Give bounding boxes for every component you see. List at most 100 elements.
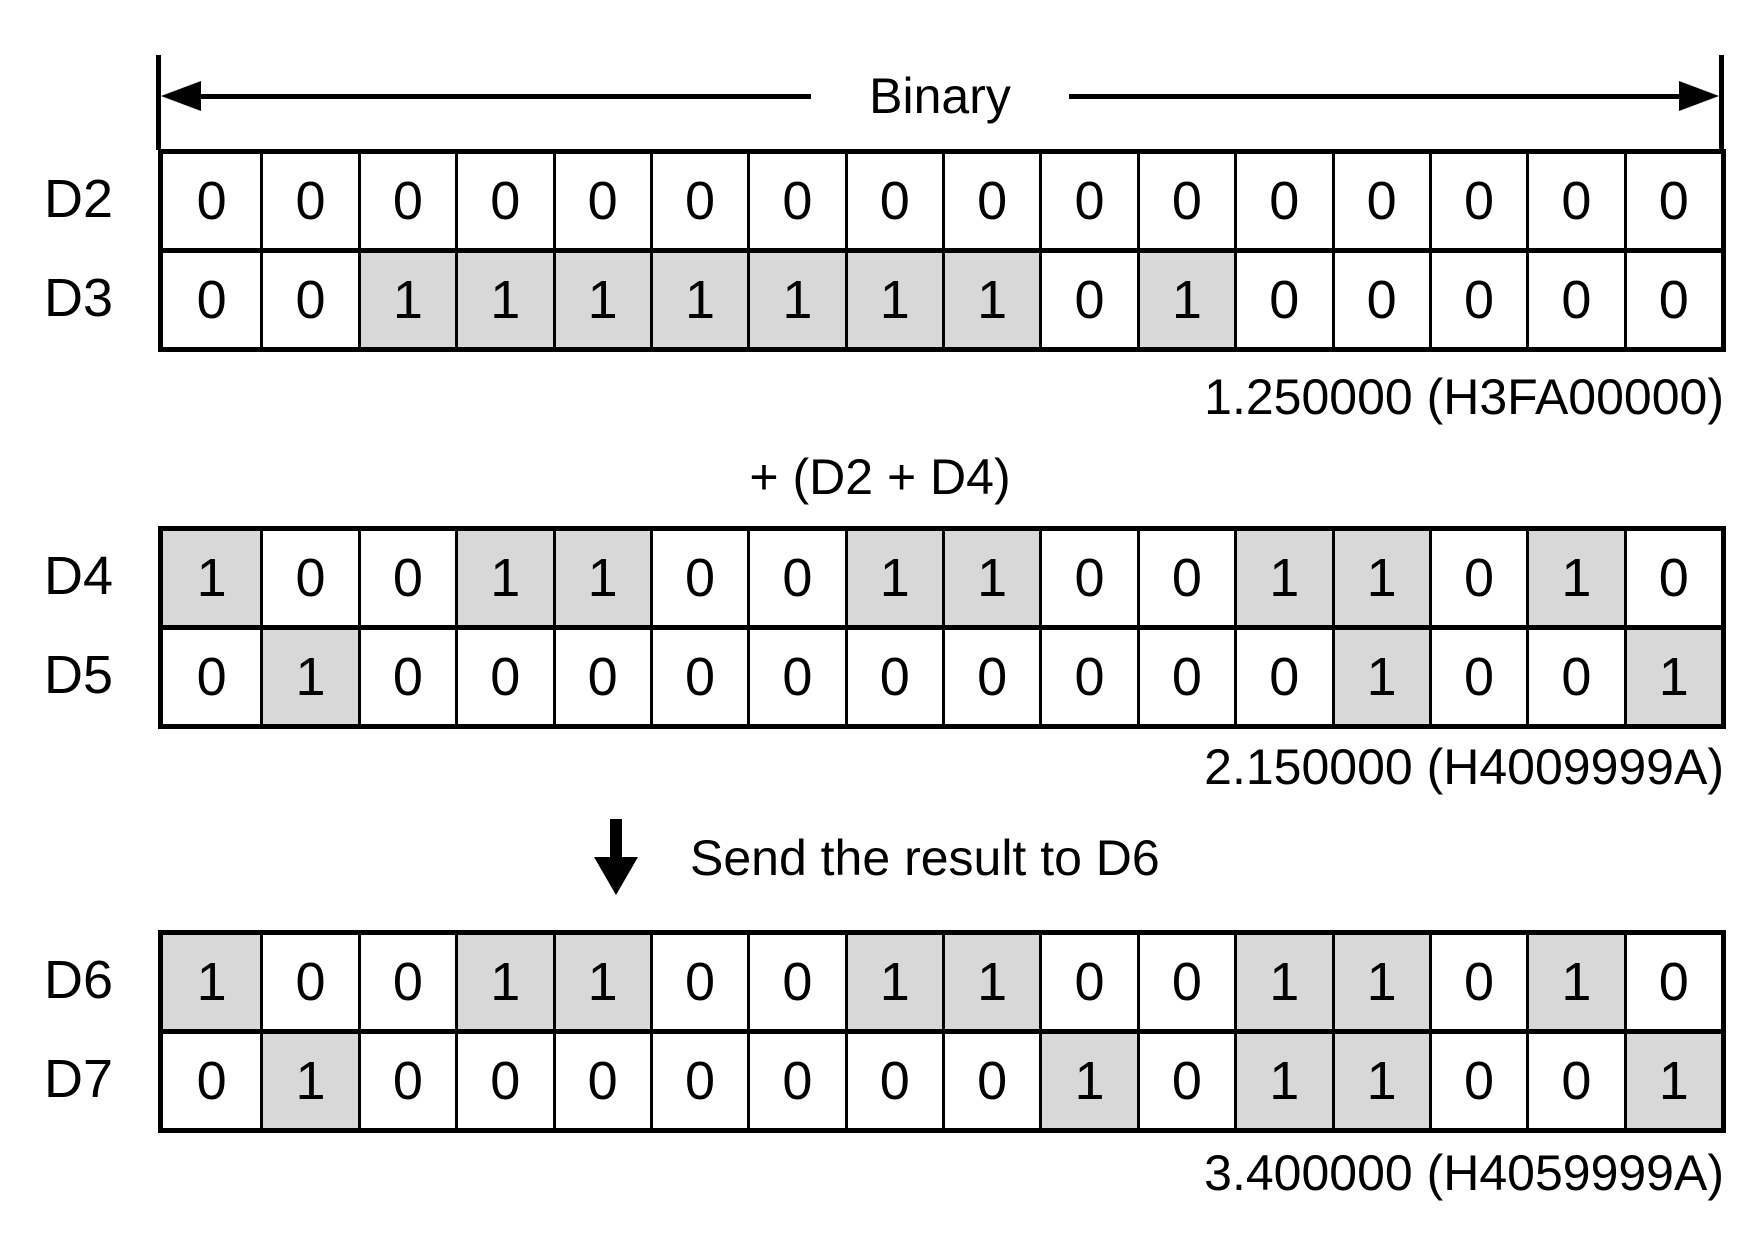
bit-cell: 0	[1526, 625, 1624, 724]
arrowhead-right-icon	[1679, 81, 1720, 111]
bit-cell: 1	[455, 935, 553, 1029]
bit-cell: 1	[1331, 625, 1429, 724]
arrow-shaft	[1068, 93, 1680, 99]
bit-cell: 0	[649, 531, 748, 625]
bit-cell: 1	[455, 531, 553, 625]
bit-cell: 1	[649, 248, 748, 347]
bit-cell: 1	[260, 625, 358, 724]
down-arrow-icon	[594, 819, 638, 895]
bit-cell: 1	[1234, 1029, 1332, 1128]
arrowhead-left-icon	[161, 81, 201, 111]
bit-cell: 0	[1136, 531, 1235, 625]
bit-cell: 1	[1623, 1029, 1721, 1128]
bit-cell: 0	[747, 1029, 845, 1128]
bit-cell: 0	[649, 1029, 748, 1128]
bit-cell: 0	[1526, 248, 1624, 347]
bit-cell: 0	[649, 154, 748, 248]
bit-cell: 0	[357, 531, 456, 625]
bit-cell: 1	[455, 248, 553, 347]
row-labels: D6 D7	[0, 930, 158, 1133]
register-name-label: D3	[44, 267, 114, 328]
register-name-label: D4	[44, 545, 114, 606]
bit-cell: 1	[747, 248, 845, 347]
bit-cell: 1	[1039, 1029, 1137, 1128]
bit-cell: 1	[1526, 531, 1624, 625]
bit-cell: 1	[844, 248, 942, 347]
bit-cell: 0	[747, 531, 845, 625]
bit-cell: 0	[1428, 935, 1527, 1029]
arrow-shaft	[201, 93, 812, 99]
bit-cell: 1	[1331, 935, 1429, 1029]
bit-cell: 0	[357, 625, 456, 724]
bit-cell: 1	[1234, 531, 1332, 625]
bit-cell: 0	[1331, 248, 1429, 347]
bit-cell: 1	[844, 935, 942, 1029]
bit-cell: 1	[1136, 248, 1235, 347]
bit-cell: 1	[357, 248, 456, 347]
bit-cell: 0	[649, 935, 748, 1029]
right-end-tick	[1719, 55, 1724, 150]
bit-cell: 1	[260, 1029, 358, 1128]
bit-cell: 0	[455, 154, 553, 248]
register-name-label: D6	[44, 949, 114, 1010]
bit-cell: 1	[1331, 1029, 1429, 1128]
bit-cell: 1	[552, 531, 650, 625]
bit-cell: 0	[1623, 248, 1721, 347]
bit-cell: 0	[1039, 625, 1137, 724]
bit-cell: 0	[163, 154, 261, 248]
send-result-row: Send the result to D6	[588, 818, 1160, 898]
bit-cell: 0	[942, 154, 1040, 248]
bit-cell: 1	[163, 935, 261, 1029]
bit-cell: 0	[260, 248, 358, 347]
bit-cell: 0	[1428, 625, 1527, 724]
operation-label: + (D2 + D4)	[749, 449, 1011, 505]
bit-cell: 0	[844, 625, 942, 724]
bit-cell: 0	[357, 935, 456, 1029]
bit-cell: 0	[260, 154, 358, 248]
bit-cell: 0	[844, 154, 942, 248]
bit-cell: 0	[1428, 1029, 1527, 1128]
right-arrow	[1068, 81, 1720, 111]
bit-cell: 0	[747, 154, 845, 248]
bit-cell: 1	[844, 531, 942, 625]
row-labels: D4 D5	[0, 526, 158, 729]
bit-cell: 0	[163, 1029, 261, 1128]
bit-cell: 1	[1623, 625, 1721, 724]
bit-cell: 0	[1428, 531, 1527, 625]
register-name-label: D5	[44, 644, 114, 705]
bit-cell: 0	[747, 935, 845, 1029]
row-labels: D2 D3	[0, 149, 158, 352]
left-end-tick	[156, 55, 161, 150]
bit-cell: 1	[552, 248, 650, 347]
binary-label: Binary	[869, 68, 1011, 124]
bit-cell: 1	[1331, 531, 1429, 625]
bit-cell: 0	[942, 1029, 1040, 1128]
bit-cell: 0	[552, 625, 650, 724]
bit-cell: 0	[1234, 625, 1332, 724]
bit-cell: 0	[357, 1029, 456, 1128]
bit-cell: 1	[552, 935, 650, 1029]
bit-cell: 0	[1428, 248, 1527, 347]
bit-cell: 0	[1136, 1029, 1235, 1128]
bit-cell: 0	[1623, 935, 1721, 1029]
bit-cell: 0	[1234, 248, 1332, 347]
bit-cell: 0	[1526, 154, 1624, 248]
bit-cell: 0	[844, 1029, 942, 1128]
binary-span-indicator: Binary	[161, 68, 1720, 124]
bit-cell: 0	[1428, 154, 1527, 248]
bit-cell: 0	[1136, 154, 1235, 248]
bit-cell: 0	[649, 625, 748, 724]
bit-cell: 1	[1526, 935, 1624, 1029]
send-label: Send the result to D6	[690, 830, 1160, 886]
bit-cell: 0	[1039, 935, 1137, 1029]
register-name-label: D7	[44, 1048, 114, 1109]
bit-cell: 0	[942, 625, 1040, 724]
bit-cell: 0	[357, 154, 456, 248]
bit-cell: 0	[1234, 154, 1332, 248]
bit-cell: 0	[260, 935, 358, 1029]
